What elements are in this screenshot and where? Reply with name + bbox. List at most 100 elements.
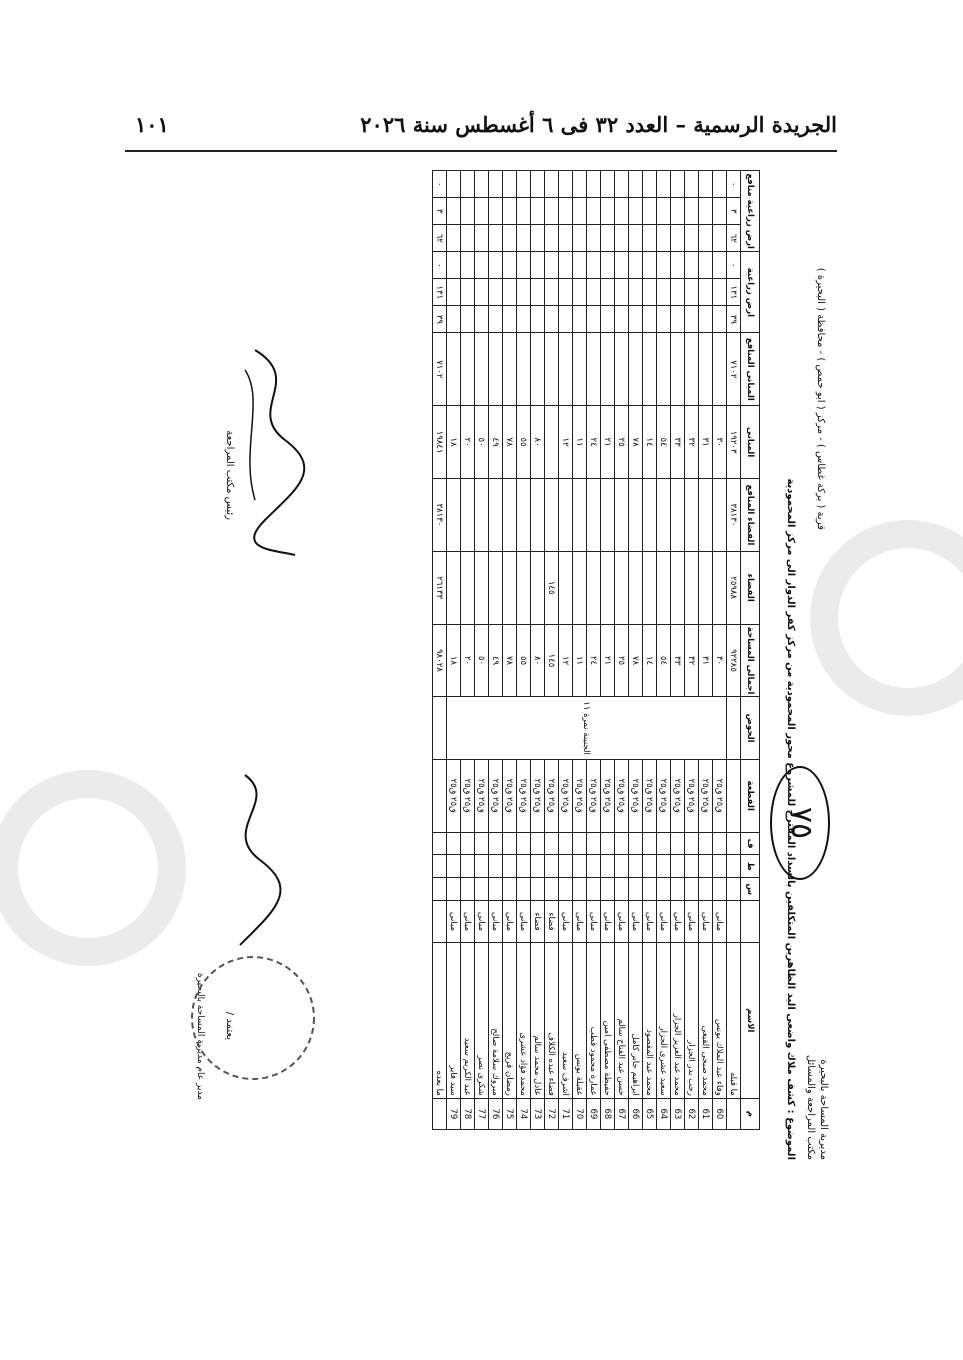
cell-s <box>502 877 517 901</box>
cell-agri-s <box>474 305 489 333</box>
cell-total: ٧٨ <box>628 624 643 697</box>
cell-basin: الجنينة نمرة ١١ <box>446 696 727 760</box>
cell-agri-net-s <box>684 224 699 252</box>
cell-f <box>628 832 643 855</box>
cell-agri-s <box>586 305 601 333</box>
cell-agri-t <box>558 278 573 306</box>
cell-space-net <box>558 478 573 552</box>
total-agri-s: ٣٩ <box>432 305 447 333</box>
cell-agri-net-f <box>530 170 545 198</box>
cell-space-net <box>698 478 713 552</box>
cell-building-net <box>544 332 559 406</box>
cell-m: 73 <box>530 1098 545 1130</box>
cell-t <box>614 854 629 878</box>
cell-building: ٤٩ <box>488 405 503 479</box>
cell-agri-net-f: ٠ <box>726 170 741 198</box>
cell-f <box>502 832 517 855</box>
cell-space-net <box>712 478 727 552</box>
cell-t <box>474 854 489 878</box>
cell-t <box>502 854 517 878</box>
cell-agri-net-t <box>642 197 657 225</box>
cell-agri-net-s <box>544 224 559 252</box>
cell-s <box>516 877 531 901</box>
cell-total: ١٤ <box>642 624 657 697</box>
cell-agri-t <box>642 278 657 306</box>
cell-building: ٢١ <box>600 405 615 479</box>
cell-space <box>684 551 699 625</box>
cell-total: ٢٥ <box>614 624 629 697</box>
cell-m: 66 <box>628 1098 643 1130</box>
cell-plot: ق٢٥ ق٢٥ <box>670 759 685 833</box>
cell-space-net <box>614 478 629 552</box>
cell-agri-t <box>488 278 503 306</box>
cell-t <box>516 854 531 878</box>
cell-s <box>586 877 601 901</box>
cell-space <box>698 551 713 625</box>
cell-type: فضاء <box>544 900 559 943</box>
cell-building-net <box>628 332 643 406</box>
cell-agri-t <box>544 278 559 306</box>
cell-name: اشرف سعيد <box>558 942 573 1099</box>
cell-t <box>670 854 685 878</box>
cell-t <box>656 854 671 878</box>
cell-t <box>684 854 699 878</box>
cell-agri-t <box>670 278 685 306</box>
cell-m: 74 <box>516 1098 531 1130</box>
cell-agri-f <box>474 251 489 279</box>
stamp-number: ٧٥ <box>770 766 830 880</box>
official-seal <box>191 956 315 1080</box>
cell-space: ٢٥٩٨٨ <box>726 551 741 625</box>
cell-agri-net-f <box>698 170 713 198</box>
cell-space-net <box>586 478 601 552</box>
cell-building-net <box>530 332 545 406</box>
cell-building-net <box>684 332 699 406</box>
cell-type: مبانى <box>642 900 657 943</box>
cell-f <box>474 832 489 855</box>
cell-building-net <box>656 332 671 406</box>
cell-agri-net-f <box>516 170 531 198</box>
cell-agri-s <box>446 305 461 333</box>
cell-agri-net-t <box>460 197 475 225</box>
cell-type: مبانى <box>628 900 643 943</box>
col-space-net: الفضاء المنافع <box>740 478 760 552</box>
cell-building-net <box>488 332 503 406</box>
total-agri-net-f: ٠ <box>432 170 447 198</box>
cell-agri-net-f <box>614 170 629 198</box>
cell-space-net: ٣٨١٣٠ <box>726 478 741 552</box>
director-signature <box>239 774 282 946</box>
cell-total: ١٤٥ <box>544 624 559 697</box>
cell-m: 79 <box>446 1098 461 1130</box>
cell-f <box>656 832 671 855</box>
cell-plot: ق٢٥ ق٢٥ <box>628 759 643 833</box>
cell-name: فضاء عبده الكلاف <box>544 942 559 1099</box>
cell-agri-f <box>642 251 657 279</box>
page-header: الجريدة الرسمية – العدد ٣٢ فى ٦ أغسطس سن… <box>125 108 837 152</box>
cell-agri-net-s: ٦٢ <box>726 224 741 252</box>
cell-agri-net-f <box>488 170 503 198</box>
cell-agri-f <box>656 251 671 279</box>
cell-agri-net-s <box>502 224 517 252</box>
cell-m: 72 <box>544 1098 559 1130</box>
signature-area: رئيس مكتب المراجعة يعتمد / مدير عام مدير… <box>145 200 325 1120</box>
cell-f <box>614 832 629 855</box>
cell-agri-t <box>502 278 517 306</box>
cell-agri-net-t <box>488 197 503 225</box>
cell-agri-f <box>712 251 727 279</box>
col-type <box>740 900 760 943</box>
cell-type: مبانى <box>656 900 671 943</box>
cell-total: ٤٩ <box>488 624 503 697</box>
cell-plot: ق٢٥ ق٢٥ <box>572 759 587 833</box>
cell-type: مبانى <box>712 900 727 943</box>
cell-s <box>656 877 671 901</box>
cell-agri-f <box>684 251 699 279</box>
cell-t <box>544 854 559 878</box>
cell-agri-t <box>586 278 601 306</box>
cell-m: 69 <box>586 1098 601 1130</box>
cell-name: ابراهيم جابر كامل <box>628 942 643 1099</box>
